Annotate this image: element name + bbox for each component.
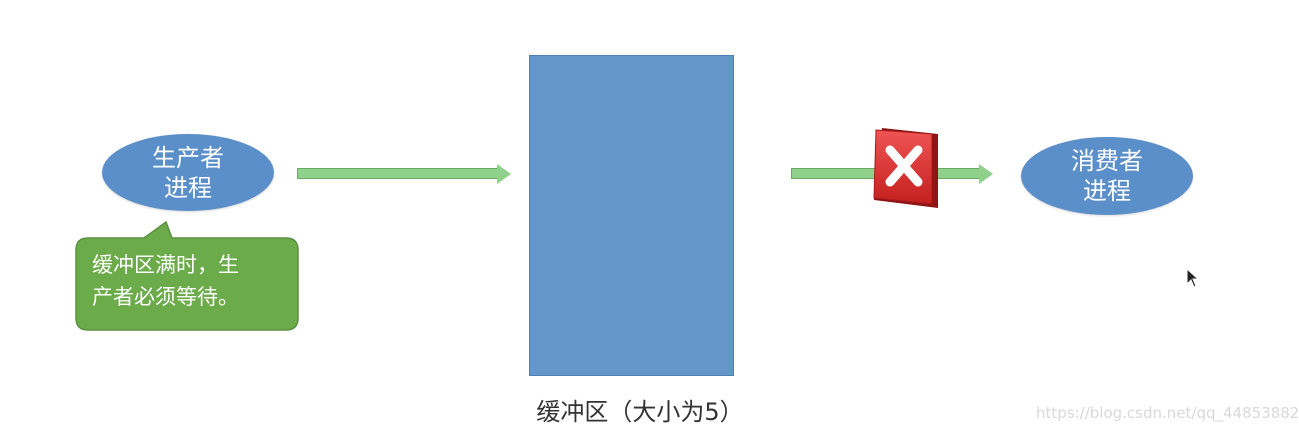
callout-bubble [75, 220, 299, 331]
arrow-head [979, 164, 993, 184]
arrow-shaft [297, 168, 498, 179]
consumer-process-node: 消费者 进程 [1021, 137, 1193, 215]
consumer-label-line1: 消费者 [1071, 147, 1143, 175]
producer-label-line2: 进程 [164, 173, 212, 202]
producer-process-node: 生产者 进程 [102, 134, 274, 211]
mouse-pointer-icon [1186, 267, 1200, 288]
arrow-head [497, 164, 511, 184]
watermark-url: https://blog.csdn.net/qq_44853882 [1036, 404, 1299, 422]
producer-label-line1: 生产者 [152, 143, 224, 172]
producer-wait-callout: 缓冲区满时，生 产者必须等待。 [74, 220, 304, 332]
buffer-label: 缓冲区（大小为5） [536, 398, 744, 426]
producer-to-buffer-arrow [297, 164, 511, 184]
callout-text: 缓冲区满时，生 产者必须等待。 [92, 249, 292, 313]
callout-line1: 缓冲区满时，生 [92, 253, 239, 277]
red-x-icon [873, 128, 938, 208]
consumer-label-line2: 进程 [1083, 177, 1131, 205]
buffer-block [529, 55, 734, 376]
callout-line2: 产者必须等待。 [92, 285, 239, 309]
